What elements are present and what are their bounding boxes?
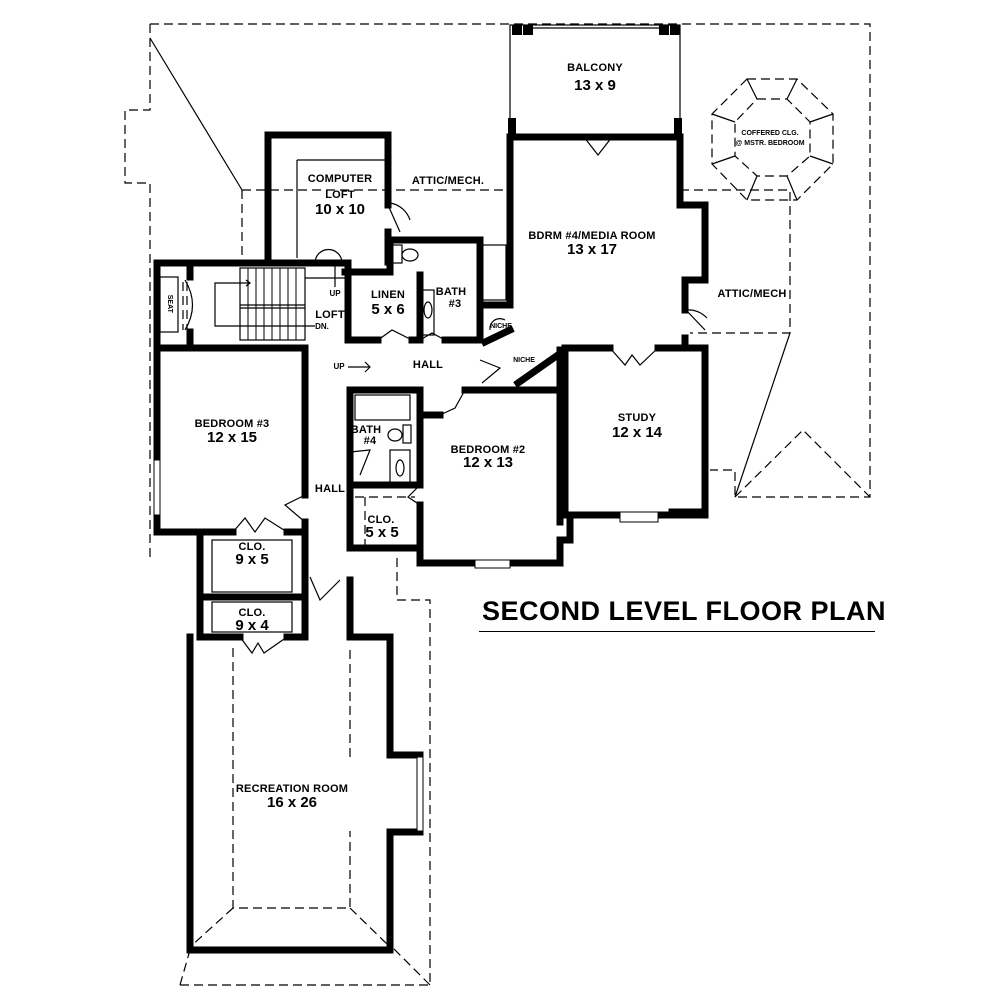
balcony-label: BALCONY (567, 62, 623, 74)
roof-outline (124, 23, 871, 986)
closet-5x5-dims: 5 x 5 (365, 524, 399, 541)
balcony (508, 24, 682, 140)
niche-2-label: NICHE (513, 357, 535, 364)
coffered-ceiling-label-2: @ MSTR. BEDROOM (735, 140, 805, 147)
balcony-dims: 13 x 9 (574, 77, 616, 94)
bedroom2-dims: 12 x 13 (462, 454, 514, 471)
study-dims: 12 x 14 (611, 424, 663, 441)
loft-label: LOFT (315, 309, 345, 321)
bedroom3-label: BEDROOM #3 (194, 418, 270, 430)
bath3-number: #3 (448, 298, 462, 310)
closet-9x4-label: CLO. (238, 607, 266, 619)
closet-9x5-label: CLO. (238, 541, 266, 553)
attic-mech-right-label: ATTIC/MECH (717, 288, 787, 300)
computer-loft-label-2: LOFT (325, 189, 355, 201)
title-underline (479, 631, 875, 632)
doors[interactable] (232, 136, 708, 655)
computer-loft-dims: 10 x 10 (314, 201, 366, 218)
bdrm4-label: BDRM #4/MEDIA ROOM (528, 230, 656, 242)
computer-loft-label: COMPUTER (307, 173, 373, 185)
coffered-ceiling-label: COFFERED CLG. (741, 130, 799, 137)
hall-left-label: HALL (314, 483, 346, 495)
stair-down-label: DN. (315, 322, 329, 331)
window-seat (159, 276, 194, 333)
linen-label: LINEN (371, 289, 405, 301)
walls (153, 131, 709, 954)
niche-1-label: NICHE (490, 323, 512, 330)
closet-9x4-dims: 9 x 4 (235, 617, 269, 634)
stair-up-label: UP (329, 289, 341, 298)
staircase[interactable] (214, 248, 371, 373)
seat-label: SEAT (165, 294, 173, 313)
windows (153, 459, 659, 832)
hall-upper-label: HALL (412, 359, 444, 371)
bath4-number: #4 (363, 435, 377, 447)
closet-9x5-dims: 9 x 5 (235, 551, 269, 568)
recreation-room-label: RECREATION ROOM (235, 783, 349, 795)
bedroom3-dims: 12 x 15 (206, 429, 258, 446)
plan-title: SECOND LEVEL FLOOR PLAN (482, 596, 887, 626)
closet-5x5-label: CLO. (367, 514, 395, 526)
bath3-label: BATH (435, 286, 467, 298)
linen-dims: 5 x 6 (371, 301, 405, 318)
attic-mech-top-label: ATTIC/MECH. (411, 175, 485, 187)
bath4-label: BATH (350, 424, 382, 436)
study-label: STUDY (617, 412, 657, 424)
bedroom2-label: BEDROOM #2 (450, 444, 526, 456)
stair-up-label-2: UP (333, 362, 345, 371)
closet-shelves (211, 496, 415, 633)
bath-fixtures (354, 244, 549, 486)
coffered-ceiling-octagon (711, 78, 834, 201)
recreation-room-dims: 16 x 26 (266, 794, 318, 811)
bdrm4-dims: 13 x 17 (566, 241, 618, 258)
